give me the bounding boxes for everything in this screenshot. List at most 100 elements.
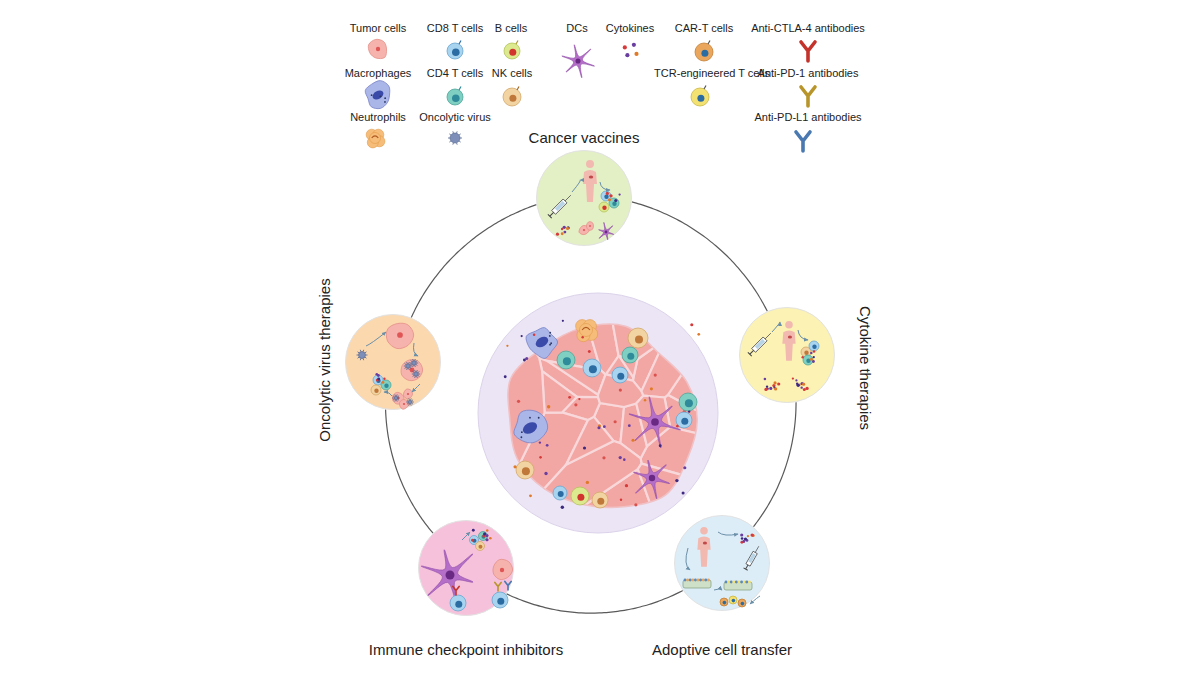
- ring-connector: [386, 409, 433, 533]
- dendritic-cell-icon: [562, 45, 595, 78]
- flow-arrow: [414, 343, 419, 356]
- legend-label: Oncolytic virus: [419, 111, 491, 124]
- dendritic-cell-icon: [633, 460, 669, 499]
- cd4-t-cell: [679, 393, 697, 411]
- nk-cell: [371, 385, 381, 395]
- receptor-mark: [459, 41, 461, 44]
- tumor-cell: [633, 340, 665, 391]
- flow-arrow: [600, 182, 610, 190]
- tumor-cell: [547, 361, 605, 395]
- macrophage-icon: [514, 410, 548, 443]
- tumor-cell-mass: [480, 300, 730, 545]
- cd8-t-cell: [373, 375, 383, 385]
- circle-outline: [536, 150, 632, 246]
- legend-label: B cells: [495, 22, 527, 35]
- legend-label: Anti-CTLA-4 antibodies: [751, 22, 865, 35]
- circle-fill: [675, 516, 770, 611]
- tumor-cell: [619, 356, 637, 378]
- tumor-cell: [608, 300, 705, 359]
- circle-outline: [674, 515, 770, 611]
- cytokine-cloud: [764, 378, 781, 391]
- tumor-cell: [480, 412, 588, 545]
- ring-connector: [753, 402, 796, 527]
- therapy-circle: Adoptive cell transfer: [674, 515, 770, 611]
- tumor-cell-icon: [399, 400, 408, 410]
- tumor-nucleus: [634, 503, 637, 506]
- antibody-icon: [453, 586, 459, 595]
- cd8-t-cell: [553, 486, 567, 500]
- receptor-mark: [704, 86, 706, 89]
- tumor-cell: [542, 371, 577, 413]
- anti-pdl1-icon: [796, 132, 810, 151]
- antibody-icon: [505, 581, 511, 590]
- tumor-cell: [598, 374, 643, 407]
- flow-arrow: [384, 392, 392, 396]
- macrophage-icon: [526, 328, 558, 359]
- tumor-cell: [641, 427, 730, 489]
- therapy-circle: Immune checkpoint inhibitors: [418, 520, 514, 616]
- antibody-icon: [495, 582, 501, 591]
- patient-silhouette: [583, 160, 597, 202]
- nk-cell-icon: [503, 88, 521, 106]
- dendritic-cell-icon: [629, 397, 681, 448]
- tumor-cell: [562, 397, 600, 420]
- tumor-nucleus: [619, 389, 622, 392]
- tumor-cell-icon: [586, 222, 593, 231]
- anti-pd1-icon: [801, 87, 815, 106]
- neutrophil-icon: [366, 129, 385, 148]
- legend-label: Anti-PD-1 antibodies: [758, 67, 859, 80]
- tumor-cell-icon: [404, 389, 413, 399]
- legend-label: DCs: [566, 22, 587, 35]
- tumor-outline: [508, 324, 697, 508]
- receptor-mark: [517, 87, 519, 90]
- anti-ctla4-icon: [801, 42, 815, 61]
- macrophage-icon: [365, 81, 390, 109]
- tumor-cell: [539, 358, 598, 397]
- cd4-t-cell: [803, 355, 813, 365]
- tumor-cell: [636, 396, 670, 447]
- tumor-cell: [594, 403, 624, 443]
- legend-label: Anti-PD-L1 antibodies: [754, 111, 861, 124]
- tumor-cell: [480, 300, 545, 545]
- tumor-cell-icon: [493, 559, 513, 579]
- b-cell: [599, 202, 609, 212]
- therapy-circle: Cytokine therapies: [739, 307, 835, 403]
- ring-connector: [506, 591, 682, 614]
- receptor-mark: [459, 87, 461, 90]
- tumor-cell: [638, 464, 730, 545]
- virus-icon: [410, 359, 418, 367]
- legend-layer: Tumor cellsCD8 T cellsB cellsDCsCytokine…: [0, 0, 1200, 160]
- cytokine-cloud: [471, 529, 492, 542]
- flow-arrow: [366, 332, 386, 346]
- tumor-cell: [641, 300, 730, 398]
- cd8-t-cell: [583, 359, 601, 377]
- patient-silhouette: [782, 321, 795, 361]
- receptor-mark: [708, 41, 710, 44]
- tcr-t-cell-icon: [691, 88, 709, 106]
- b-cell-icon: [504, 43, 520, 59]
- legend-label: Neutrophils: [350, 111, 406, 124]
- legend-label: CD4 T cells: [427, 67, 483, 80]
- dendritic-cell-icon: [599, 222, 614, 239]
- legend-label: NK cells: [492, 67, 532, 80]
- tumor-cell: [566, 417, 613, 465]
- culture-dish: [724, 581, 752, 590]
- nk-cell: [516, 461, 534, 479]
- tumor-nucleus: [574, 403, 577, 406]
- tumor-cell: [580, 300, 618, 375]
- ring-connector: [632, 202, 767, 311]
- virus-icon: [392, 394, 400, 401]
- legend-label: Tumor cells: [350, 22, 406, 35]
- legend-label: Cytokines: [606, 22, 654, 35]
- neutrophil-icon: [576, 320, 598, 342]
- therapy-label: Immune checkpoint inhibitors: [369, 641, 563, 659]
- cytokine-cloud: [740, 533, 755, 543]
- cd4-t-cell-icon: [447, 89, 463, 105]
- therapy-circle: Oncolytic virus therapies: [345, 314, 441, 410]
- cd8-t-cell: [612, 367, 628, 383]
- tumor-cell-icon: [392, 392, 404, 404]
- nk-cell: [592, 492, 608, 508]
- tumor-cell: [503, 300, 601, 370]
- legend-label: Macrophages: [345, 67, 412, 80]
